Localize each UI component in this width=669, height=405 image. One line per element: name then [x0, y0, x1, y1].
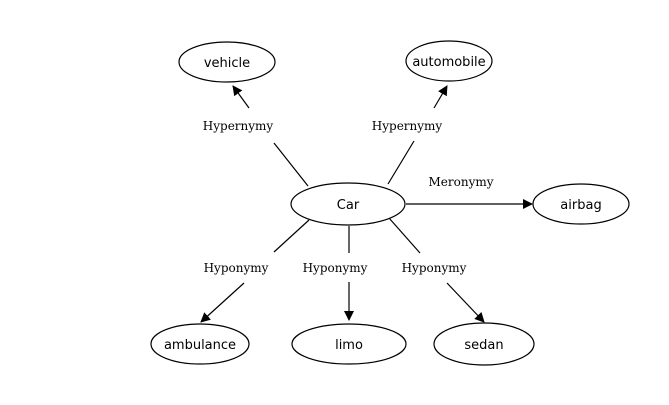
node-car: Car — [290, 182, 406, 226]
edge-hypernymy-automobile — [387, 85, 448, 185]
edge-label-hyponymy-limo: Hyponymy — [303, 261, 368, 275]
edge-label-meronymy-airbag: Meronymy — [428, 175, 493, 189]
node-airbag: airbag — [532, 183, 630, 225]
edge-label-hypernymy-vehicle: Hypernymy — [203, 119, 274, 133]
node-sedan: sedan — [433, 322, 535, 366]
node-limo: limo — [291, 323, 407, 365]
edge-label-hypernymy-automobile: Hypernymy — [372, 119, 443, 133]
edge-hyponymy-sedan — [388, 217, 485, 323]
node-vehicle: vehicle — [178, 41, 276, 83]
edge-hypernymy-vehicle — [232, 85, 309, 187]
edge-label-hyponymy-sedan: Hyponymy — [402, 261, 467, 275]
node-label-automobile: automobile — [412, 55, 485, 70]
node-label-vehicle: vehicle — [204, 56, 250, 71]
edge-label-hyponymy-ambulance: Hyponymy — [204, 261, 269, 275]
node-label-car: Car — [337, 198, 360, 213]
node-label-limo: limo — [335, 338, 363, 353]
node-label-ambulance: ambulance — [164, 338, 236, 353]
node-automobile: automobile — [405, 40, 493, 82]
node-ambulance: ambulance — [150, 323, 250, 365]
edge-hyponymy-ambulance — [200, 219, 310, 323]
node-label-sedan: sedan — [464, 338, 503, 353]
node-label-airbag: airbag — [560, 198, 601, 213]
